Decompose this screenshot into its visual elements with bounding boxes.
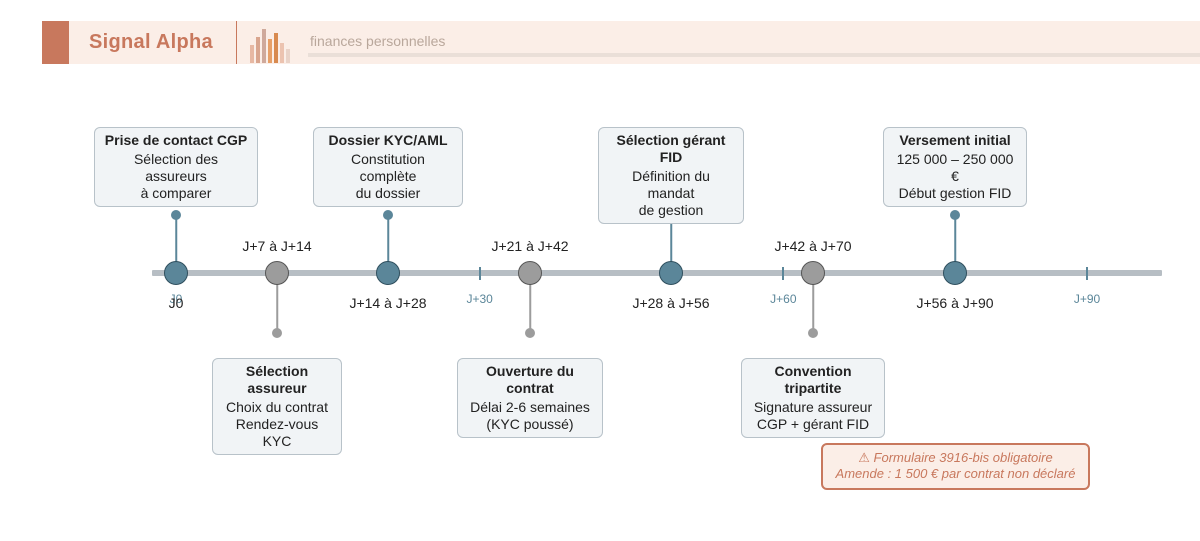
- bar-chart-logo-icon: [250, 29, 290, 63]
- event-title: Versement initial: [899, 132, 1011, 148]
- timeline-axis: [152, 270, 1162, 276]
- event-node: [801, 261, 825, 285]
- event-date-label: J+42 à J+70: [774, 238, 852, 254]
- warning-box: ⚠ Formulaire 3916-bis obligatoire Amende…: [821, 443, 1090, 490]
- event-title: Convention tripartite: [774, 363, 852, 396]
- header-tagline: finances personnelles: [310, 33, 446, 49]
- event-description: Définition du mandat: [632, 168, 710, 201]
- event-card: Prise de contact CGP Sélection des assure…: [94, 127, 258, 207]
- event-description: du dossier: [355, 185, 421, 201]
- header-bar: Signal Alpha finances personnelles: [42, 21, 1200, 64]
- event-title: Sélection gérant FID: [616, 132, 726, 165]
- event-connector: [954, 215, 956, 265]
- header-separator: [236, 21, 237, 64]
- event-description: Signature assureur: [753, 399, 873, 415]
- event-connector: [529, 280, 531, 332]
- event-connector-dot: [272, 328, 282, 338]
- event-title: Prise de contact CGP: [104, 132, 248, 148]
- event-connector-dot: [808, 328, 818, 338]
- event-node: [164, 261, 188, 285]
- event-connector: [812, 280, 814, 332]
- event-card: Versement initial 125 000 – 250 000 €Débu…: [883, 127, 1027, 207]
- header-accent-block: [42, 21, 69, 64]
- event-node: [376, 261, 400, 285]
- event-date-label: J+21 à J+42: [491, 238, 569, 254]
- event-title: Dossier KYC/AML: [328, 132, 448, 148]
- event-date-label: J+14 à J+28: [349, 295, 427, 311]
- event-node: [518, 261, 542, 285]
- axis-tick: [782, 267, 785, 280]
- event-connector-dot: [950, 210, 960, 220]
- event-connector: [387, 215, 389, 265]
- axis-tick-label: J0: [169, 292, 183, 306]
- event-description: Rendez-vous KYC: [235, 416, 319, 449]
- event-connector: [276, 280, 278, 332]
- axis-tick-label: J+90: [1073, 292, 1101, 306]
- event-node: [265, 261, 289, 285]
- axis-tick-label: J+60: [770, 292, 797, 306]
- event-connector: [175, 215, 177, 265]
- warning-line-2: Amende : 1 500 € par contrat non déclaré: [835, 466, 1076, 481]
- axis-tick: [1086, 267, 1088, 280]
- event-title: Sélection assureur: [245, 363, 309, 396]
- event-node: [659, 261, 683, 285]
- event-connector: [670, 215, 672, 265]
- event-connector-dot: [383, 210, 393, 220]
- event-description: CGP + gérant FID: [756, 416, 870, 432]
- axis-tick-label: J+30: [466, 292, 493, 306]
- event-date-label: J0: [168, 295, 184, 311]
- event-description: Début gestion FID: [898, 185, 1012, 201]
- event-description: de gestion: [638, 202, 704, 218]
- event-date-label: J+56 à J+90: [916, 295, 994, 311]
- axis-tick: [478, 267, 481, 280]
- event-description: à comparer: [140, 185, 212, 201]
- event-node: [943, 261, 967, 285]
- warning-line-1: ⚠ Formulaire 3916-bis obligatoire: [858, 450, 1053, 465]
- event-description: 125 000 – 250 000 €: [896, 151, 1014, 184]
- brand-name: Signal Alpha: [89, 31, 213, 53]
- event-description: Choix du contrat: [226, 399, 328, 415]
- event-connector-dot: [171, 210, 181, 220]
- header-underline: [308, 53, 1200, 57]
- event-title: Ouverture du contrat: [486, 363, 574, 396]
- event-date-label: J+7 à J+14: [242, 238, 312, 254]
- event-description: Sélection des assureurs: [133, 151, 219, 184]
- event-description: Délai 2-6 semaines: [470, 399, 590, 415]
- event-connector-dot: [525, 328, 535, 338]
- warning-icon: ⚠: [858, 450, 874, 465]
- event-description: Constitution complète: [351, 151, 425, 184]
- event-date-label: J+28 à J+56: [632, 295, 710, 311]
- event-description: (KYC poussé): [486, 416, 574, 432]
